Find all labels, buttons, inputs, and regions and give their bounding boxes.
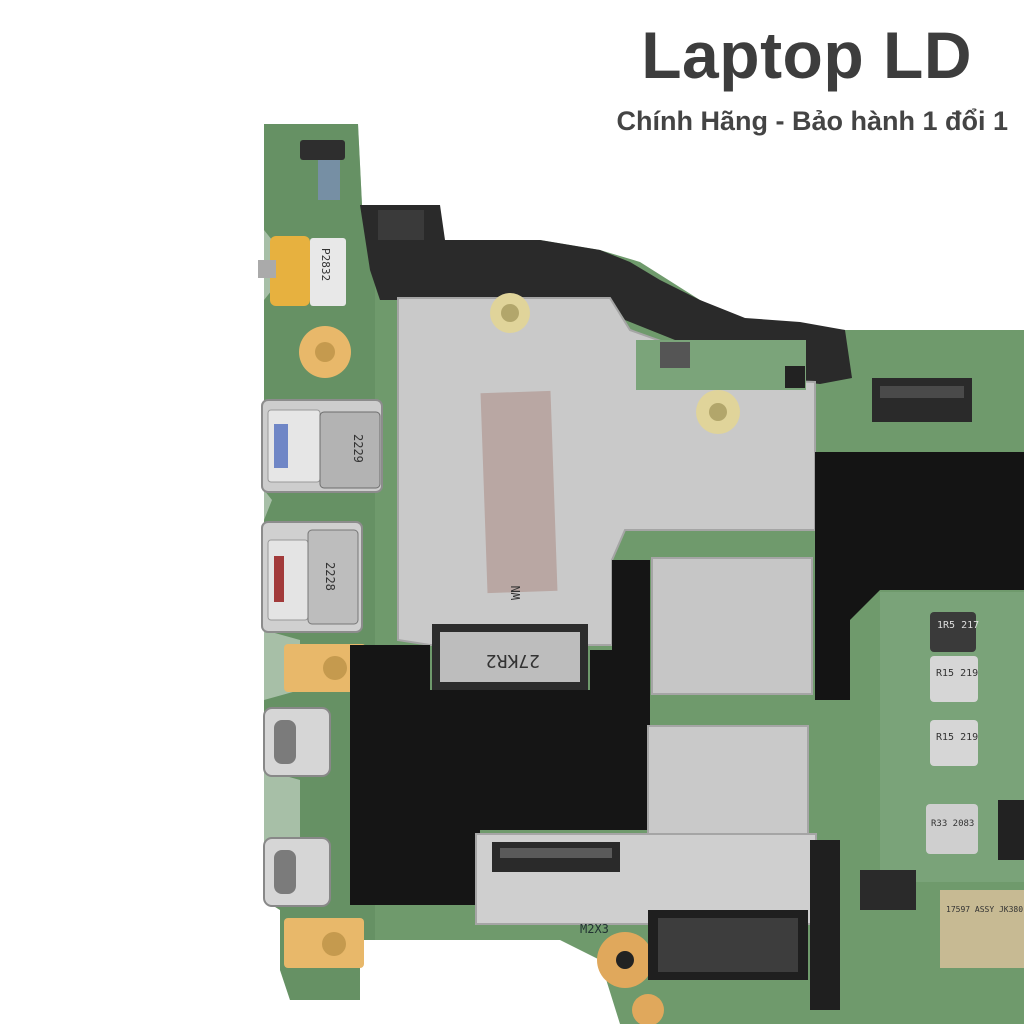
svg-text:1R5 217: 1R5 217 (937, 620, 979, 631)
brand-title: Laptop LD (641, 18, 972, 92)
m2-top-label: 27KR2 (486, 650, 540, 671)
usb-a-port-2: 2228 (261, 521, 363, 633)
black-tape-right (815, 452, 1024, 700)
audio-jack: P2832 (258, 236, 346, 306)
brand-subtitle: Chính Hãng - Bảo hành 1 đổi 1 (616, 106, 1009, 136)
plastic-bracket (360, 205, 852, 384)
usb-c-port-2 (263, 837, 331, 907)
svg-text:R33 2083: R33 2083 (931, 819, 974, 829)
inductor-4: R33 2083 (926, 804, 978, 854)
usb-a-label: 2229 (351, 434, 365, 463)
m2-slot-top: 27KR2 (432, 624, 588, 690)
inductor-1: 1R5 217 (930, 612, 979, 652)
usb-c-port-1 (263, 707, 331, 777)
m2-slot-bottom: M2X3 (580, 910, 808, 980)
jack-label: P2832 (319, 248, 332, 281)
corner-sticker: 17597 ASSY JK380 3M-202 (940, 890, 1024, 968)
m2-bottom-label: M2X3 (580, 922, 609, 936)
svg-text:R15 219: R15 219 (936, 732, 978, 743)
black-tape-center (350, 560, 650, 905)
svg-text:17597 ASSY JK380 3M-202: 17597 ASSY JK380 3M-202 (946, 905, 1024, 914)
usb-a2-label: 2228 (323, 562, 337, 591)
top-connector (300, 140, 345, 160)
sticker: WN (480, 390, 558, 600)
sticker-label: WN (509, 586, 523, 600)
heat-shield-3 (647, 725, 809, 835)
ribbon-connector-1 (872, 378, 972, 422)
inductor-2: R15 219 (930, 656, 978, 702)
svg-text:R15 219: R15 219 (936, 668, 978, 679)
inductor-3: R15 219 (930, 720, 978, 766)
heat-shield-2 (651, 557, 813, 695)
usb-a-port-1: 2229 (261, 399, 383, 493)
